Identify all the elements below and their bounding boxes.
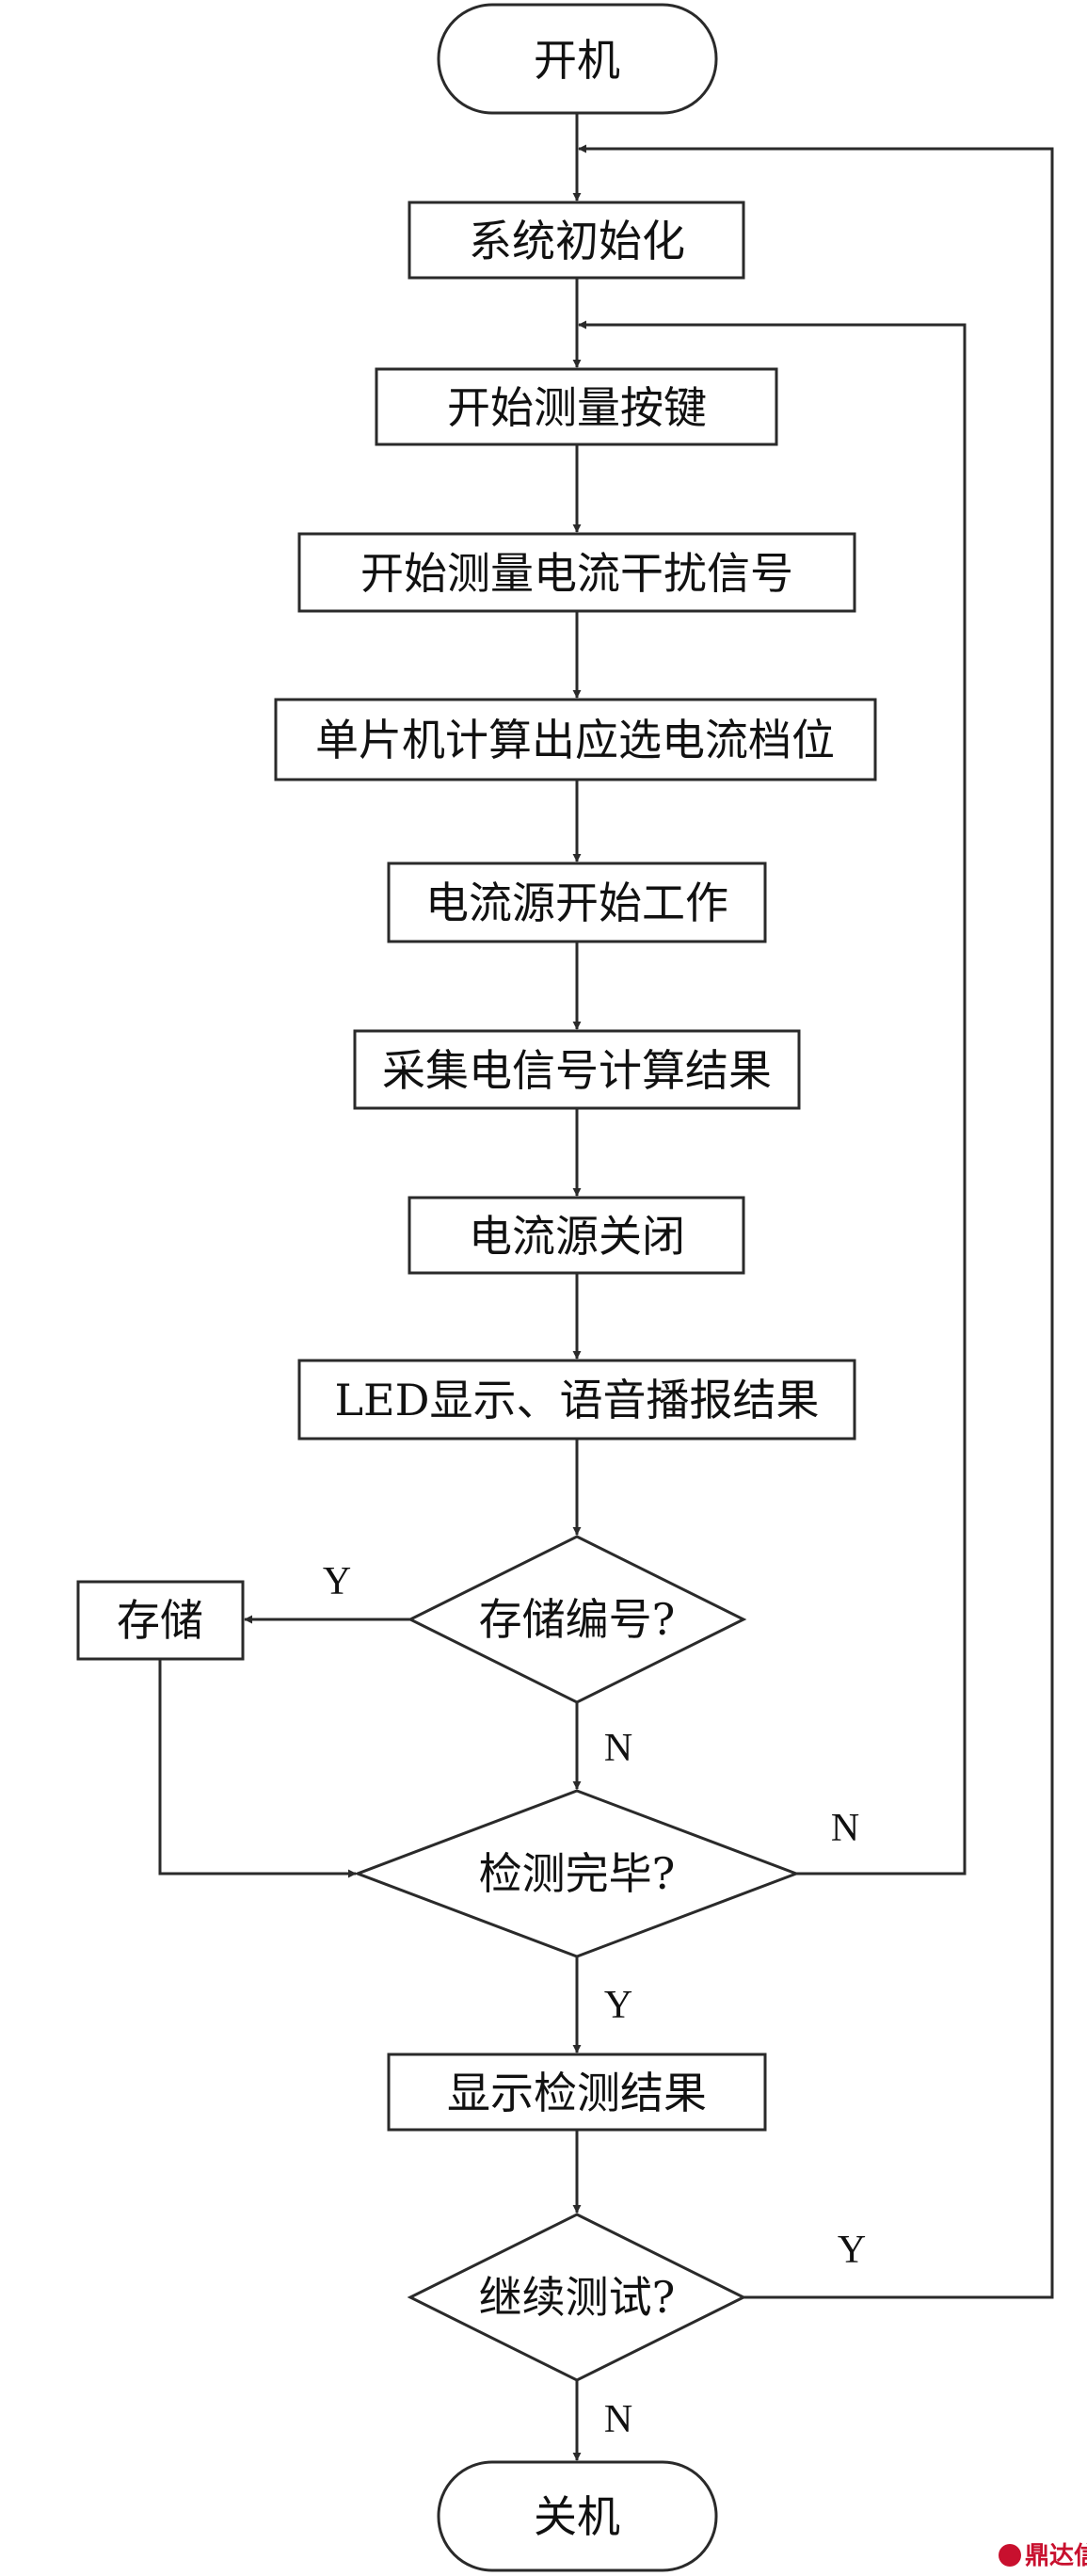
- continue-question-label: 继续测试?: [479, 2272, 676, 2323]
- collect-label: 采集电信号计算结果: [382, 1045, 772, 1096]
- show-result-label: 显示检测结果: [447, 2068, 707, 2118]
- source-off-box: [408, 1196, 745, 1275]
- store-no-label: N: [604, 1727, 632, 1770]
- show-result-box: [387, 2053, 767, 2132]
- measure-key-label: 开始测量按键: [447, 382, 707, 433]
- edge-store-done: [158, 1659, 357, 1878]
- display-broadcast-label: LED显示、语音播报结果: [334, 1375, 819, 1425]
- watermark-label: 鼎达信: [1025, 2542, 1087, 2570]
- edge-done-loop-key: [578, 320, 967, 1876]
- edge-continue-loop-init: [578, 144, 1054, 2299]
- done-yes-label: Y: [604, 1984, 632, 2027]
- done-question-label: 检测完毕?: [479, 1848, 676, 1899]
- init-box: [408, 201, 745, 280]
- end-label: 关机: [534, 2491, 620, 2542]
- watermark-logo-icon: [999, 2544, 1021, 2567]
- measure-interference-box: [297, 532, 856, 613]
- source-off-label: 电流源关闭: [469, 1211, 685, 1262]
- measure-interference-label: 开始测量电流干扰信号: [360, 548, 793, 599]
- display-broadcast-box: [297, 1359, 856, 1441]
- mcu-range-label: 单片机计算出应选电流档位: [315, 715, 835, 765]
- done-no-label: N: [831, 1807, 859, 1850]
- end-terminal: [437, 2460, 718, 2572]
- measure-key-box: [375, 367, 778, 446]
- store-yes-label: Y: [323, 1560, 351, 1603]
- start-label: 开机: [534, 35, 620, 86]
- watermark: 鼎达信: [999, 2542, 1087, 2570]
- source-start-label: 电流源开始工作: [425, 877, 728, 928]
- continue-no-label: N: [604, 2398, 632, 2441]
- init-label: 系统初始化: [469, 216, 685, 266]
- continue-yes-label: Y: [838, 2229, 866, 2272]
- store-label: 存储: [117, 1595, 203, 1646]
- store-question-label: 存储编号?: [479, 1594, 676, 1645]
